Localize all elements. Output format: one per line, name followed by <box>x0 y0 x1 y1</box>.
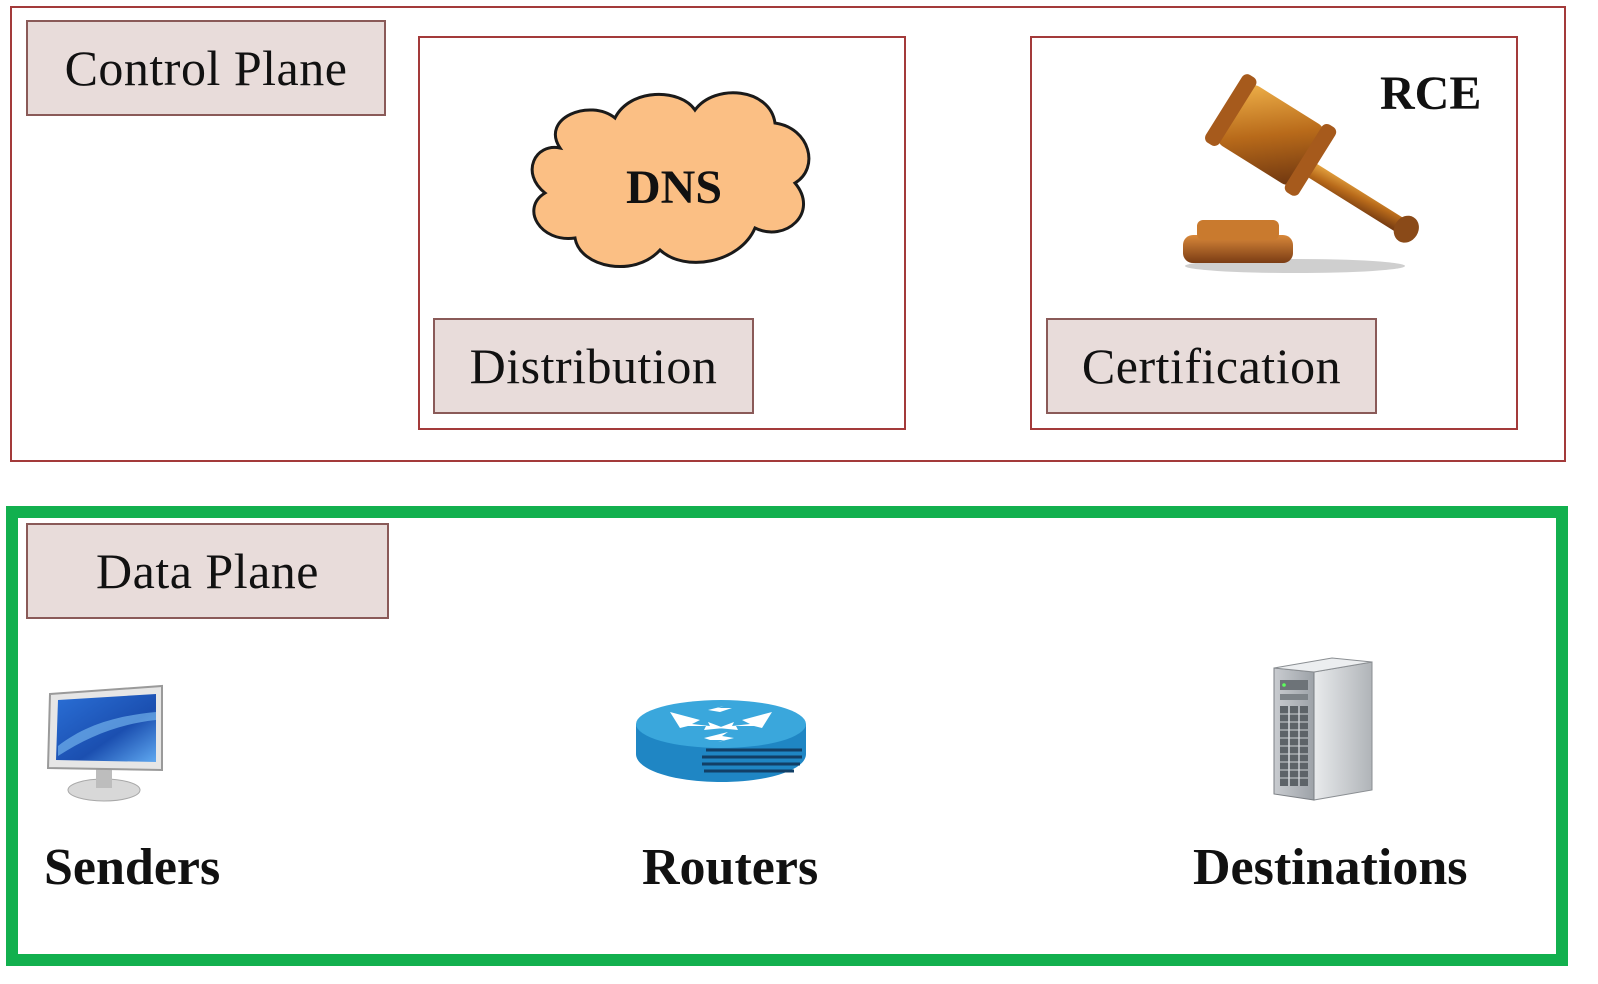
data-plane-label: Data Plane <box>26 523 389 619</box>
senders-label: Senders <box>44 839 221 896</box>
control-plane-panel <box>10 6 1566 462</box>
server-icon <box>1273 657 1373 801</box>
data-plane-panel <box>6 506 1568 966</box>
control-plane-label: Control Plane <box>26 20 386 116</box>
distribution-label: Distribution <box>433 318 754 414</box>
router-icon <box>636 700 806 782</box>
certification-label: Certification <box>1046 318 1377 414</box>
destinations-label: Destinations <box>1193 839 1468 896</box>
gavel-icon <box>1183 74 1419 273</box>
distribution-panel <box>418 36 906 430</box>
monitor-icon <box>46 684 163 802</box>
rce-label: RCE <box>1380 67 1482 120</box>
dns-label: DNS <box>626 161 723 214</box>
routers-label: Routers <box>642 839 819 896</box>
certification-panel <box>1030 36 1518 430</box>
cloud-icon <box>530 91 811 269</box>
